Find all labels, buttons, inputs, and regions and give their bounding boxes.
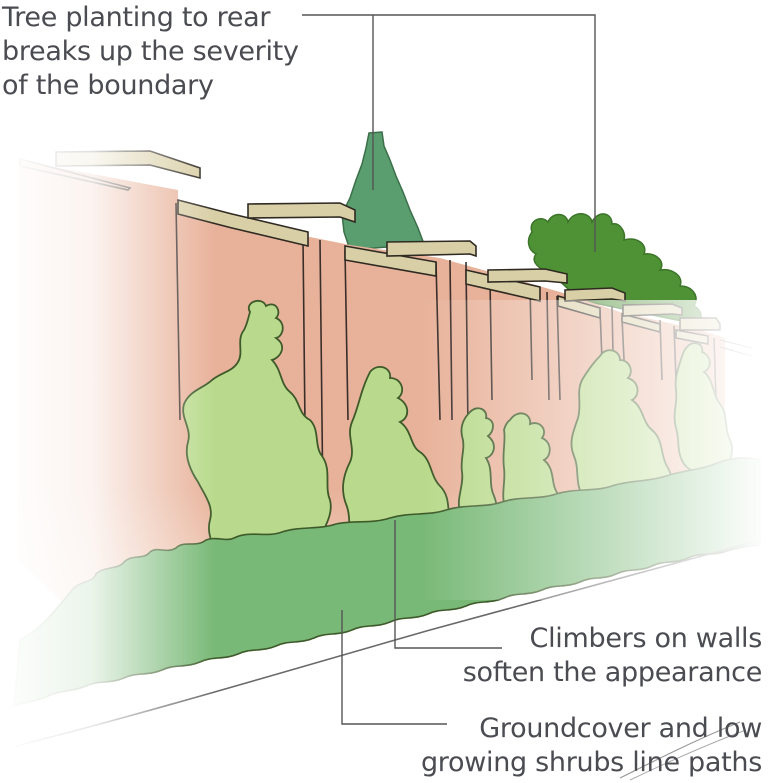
annotation-line: Climbers on walls: [529, 623, 763, 654]
annotation-line: growing shrubs line paths: [420, 747, 762, 778]
annotation-line: Tree planting to rear: [2, 2, 271, 33]
annotation-climbers: Climbers on walls soften the appearance: [462, 622, 763, 690]
annotation-line: Groundcover and low: [479, 713, 762, 744]
leader-tree: [302, 14, 596, 252]
annotation-line: breaks up the severity: [2, 36, 299, 67]
annotation-tree-planting: Tree planting to rear breaks up the seve…: [2, 1, 299, 103]
annotation-line: of the boundary: [2, 70, 214, 101]
leader-groundcover: [341, 610, 447, 725]
leader-climbers: [394, 520, 502, 649]
annotation-groundcover: Groundcover and low growing shrubs line …: [421, 712, 762, 780]
leader-lines: [302, 14, 596, 725]
annotation-line: soften the appearance: [462, 657, 763, 688]
